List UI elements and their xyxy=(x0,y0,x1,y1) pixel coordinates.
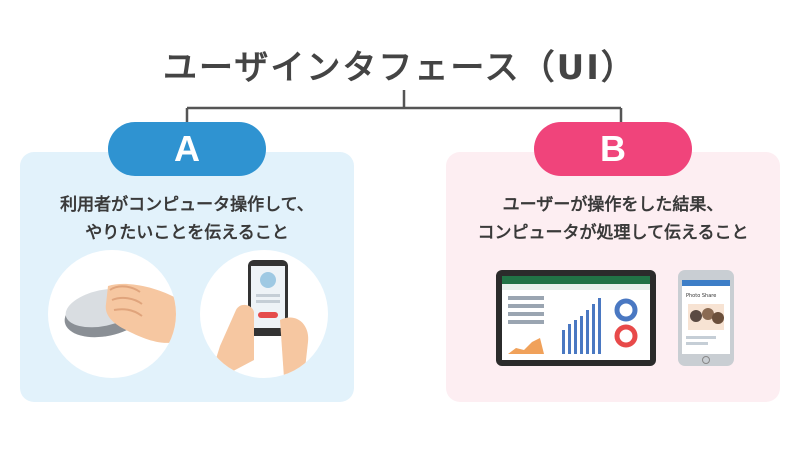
page-title: ユーザインタフェース（UI） xyxy=(163,48,637,88)
photo-share-title: Photo Share xyxy=(686,293,716,299)
description-a-line1: 利用者がコンピュータ操作して、 xyxy=(60,195,314,215)
description-b-line2: コンピュータが処理して伝えること xyxy=(477,223,749,243)
label-b: B xyxy=(534,122,692,176)
description-a: 利用者がコンピュータ操作して、 やりたいことを伝えること xyxy=(22,191,352,247)
phone-icon: Photo Share xyxy=(678,270,734,366)
description-a-line2: やりたいことを伝えること xyxy=(85,223,289,243)
description-b: ユーザーが操作をした結果、 コンピュータが処理して伝えること xyxy=(448,191,778,247)
tablet-icon xyxy=(496,270,656,366)
smartphone-icon xyxy=(210,260,309,378)
mouse-icon xyxy=(64,283,176,343)
mouse-illustration xyxy=(48,250,176,378)
label-a: A xyxy=(108,122,266,176)
smartphone-illustration xyxy=(200,250,328,378)
description-b-line1: ユーザーが操作をした結果、 xyxy=(502,195,724,215)
